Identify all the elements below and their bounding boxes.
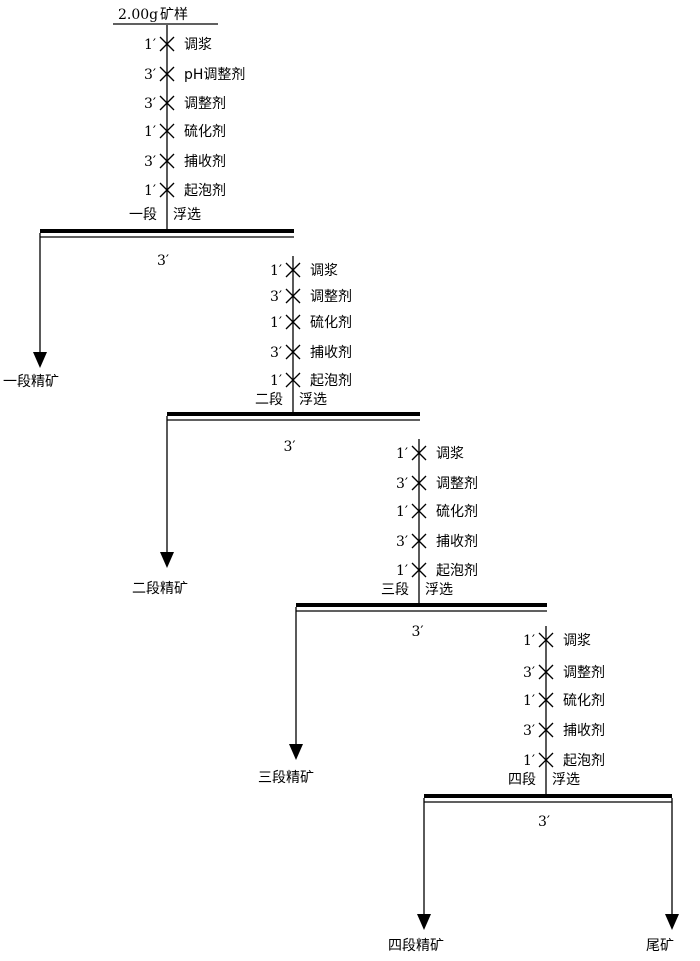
reagent-step: 3′ 捕收剂 xyxy=(523,722,605,739)
step-time: 3′ xyxy=(144,154,156,170)
reagent-step: 1′ 调浆 xyxy=(396,445,464,462)
tailings-layer: 尾矿 xyxy=(646,798,679,954)
sample-label: 矿样 xyxy=(160,7,188,23)
stage-2: 1′ 调浆 3′ 调整剂 1′ 硫化剂 3′ 捕收剂 1′ 起泡剂二段浮选 3′ 二段精矿 xyxy=(132,256,420,597)
step-label: 硫化剂 xyxy=(563,693,605,709)
step-label: 调整剂 xyxy=(310,289,352,305)
step-time: 1′ xyxy=(523,693,535,709)
reagent-step: 1′ 起泡剂 xyxy=(144,182,226,199)
reagent-step: 3′ 捕收剂 xyxy=(396,533,478,550)
reagent-step: 1′ 硫化剂 xyxy=(144,123,226,140)
stage-1: 1′ 调浆 3′ pH调整剂 3′ 调整剂 1′ 硫化剂 3′ 捕收剂 1′ 起泡剂一段浮选 3′ 一段精… xyxy=(3,25,294,390)
stage-process: 浮选 xyxy=(299,392,327,408)
sample-mass: 2.00g xyxy=(118,7,158,23)
step-time: 1′ xyxy=(144,183,156,199)
reagent-step: 1′ 调浆 xyxy=(270,262,338,279)
reagent-step: 3′ 调整剂 xyxy=(523,664,605,681)
step-label: 硫化剂 xyxy=(184,124,226,140)
step-label: 调整剂 xyxy=(184,96,226,112)
step-time: 3′ xyxy=(396,534,408,550)
sample-header: 2.00g 矿样 xyxy=(113,7,218,25)
tailings-arrow xyxy=(665,798,679,930)
reagent-step: 3′ 调整剂 xyxy=(270,288,352,305)
reagent-step: 1′ 调浆 xyxy=(144,36,212,53)
step-time: 1′ xyxy=(144,37,156,53)
concentrate-arrow xyxy=(160,416,174,568)
step-time: 3′ xyxy=(270,345,282,361)
stage-name: 三段 xyxy=(381,582,409,598)
reagent-step: 3′ pH调整剂 xyxy=(144,66,245,83)
concentrate-arrow xyxy=(289,607,303,760)
reagent-step: 1′ 硫化剂 xyxy=(270,314,352,331)
reagent-step: 3′ 捕收剂 xyxy=(144,153,226,170)
reagent-step: 3′ 调整剂 xyxy=(396,475,478,492)
step-label: 硫化剂 xyxy=(310,315,352,331)
step-time: 1′ xyxy=(270,263,282,279)
reagent-step: 1′ 起泡剂 xyxy=(270,372,352,389)
reagent-step: 1′ 起泡剂 xyxy=(396,562,478,579)
concentrate-label: 四段精矿 xyxy=(388,938,444,954)
step-time: 1′ xyxy=(396,563,408,579)
step-time: 1′ xyxy=(396,504,408,520)
step-time: 1′ xyxy=(270,373,282,389)
step-time: 3′ xyxy=(523,665,535,681)
concentrate-label: 三段精矿 xyxy=(258,770,314,786)
step-label: 起泡剂 xyxy=(310,373,352,389)
step-time: 3′ xyxy=(270,289,282,305)
step-label: 调整剂 xyxy=(563,665,605,681)
step-label: 调浆 xyxy=(563,633,591,649)
concentrate-label: 一段精矿 xyxy=(3,374,59,390)
step-time: 1′ xyxy=(523,633,535,649)
stage-name: 二段 xyxy=(255,392,283,408)
stage-process: 浮选 xyxy=(425,582,453,598)
stage-process: 浮选 xyxy=(173,207,201,223)
step-time: 1′ xyxy=(144,124,156,140)
stage-name: 四段 xyxy=(508,772,536,788)
step-time: 3′ xyxy=(523,723,535,739)
step-label: pH调整剂 xyxy=(184,67,245,83)
reagent-step: 3′ 调整剂 xyxy=(144,95,226,112)
reagent-step: 1′ 硫化剂 xyxy=(523,692,605,709)
concentrate-arrow xyxy=(33,233,47,368)
reagent-step: 1′ 硫化剂 xyxy=(396,503,478,520)
stage-process: 浮选 xyxy=(552,772,580,788)
stage-3: 1′ 调浆 3′ 调整剂 1′ 硫化剂 3′ 捕收剂 1′ 起泡剂三段浮选 3′ 三段精矿 xyxy=(258,439,547,786)
step-label: 起泡剂 xyxy=(184,183,226,199)
flotation-time: 3′ xyxy=(538,814,550,830)
reagent-step: 1′ 调浆 xyxy=(523,632,591,649)
step-label: 调浆 xyxy=(436,446,464,462)
concentrate-label: 二段精矿 xyxy=(132,581,188,597)
step-time: 3′ xyxy=(144,96,156,112)
stage-4: 1′ 调浆 3′ 调整剂 1′ 硫化剂 3′ 捕收剂 1′ 起泡剂四段浮选 3′ 四段精矿 xyxy=(388,626,672,954)
step-label: 捕收剂 xyxy=(563,723,605,739)
step-time: 3′ xyxy=(396,476,408,492)
flotation-time: 3′ xyxy=(284,439,296,455)
tailings-label: 尾矿 xyxy=(646,938,674,954)
step-label: 调整剂 xyxy=(436,476,478,492)
step-label: 捕收剂 xyxy=(436,534,478,550)
stages-layer: 1′调浆3′pH调整剂3′调整剂1′硫化剂3′捕收剂1′起泡剂一段浮选3′一段精… xyxy=(3,25,672,954)
step-time: 1′ xyxy=(396,446,408,462)
step-label: 起泡剂 xyxy=(563,753,605,769)
step-time: 3′ xyxy=(144,67,156,83)
step-time: 1′ xyxy=(270,315,282,331)
flotation-time: 3′ xyxy=(412,624,424,640)
stage-name: 一段 xyxy=(129,207,157,223)
step-label: 捕收剂 xyxy=(310,345,352,361)
step-label: 调浆 xyxy=(310,263,338,279)
step-label: 捕收剂 xyxy=(184,154,226,170)
step-label: 硫化剂 xyxy=(436,504,478,520)
concentrate-arrow xyxy=(417,798,431,930)
reagent-step: 1′ 起泡剂 xyxy=(523,752,605,769)
flotation-time: 3′ xyxy=(157,253,169,269)
step-label: 起泡剂 xyxy=(436,563,478,579)
step-time: 1′ xyxy=(523,753,535,769)
reagent-step: 3′ 捕收剂 xyxy=(270,344,352,361)
step-label: 调浆 xyxy=(184,37,212,53)
